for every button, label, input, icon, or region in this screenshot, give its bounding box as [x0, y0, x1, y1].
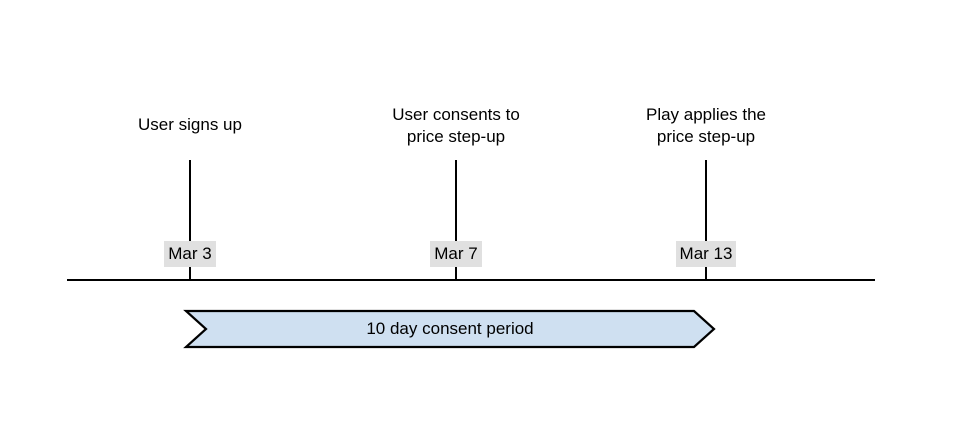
- event-date-wrap-consent: Mar 7: [326, 241, 586, 267]
- event-date-signup: Mar 3: [164, 241, 216, 267]
- event-tick-signup: [189, 160, 191, 279]
- event-tick-consent: [455, 160, 457, 279]
- event-date-applied: Mar 13: [675, 241, 737, 267]
- arrow-polygon: [183, 309, 716, 349]
- event-tick-applied: [705, 160, 707, 279]
- timeline-axis: [67, 279, 875, 281]
- event-date-wrap-signup: Mar 3: [60, 241, 320, 267]
- consent-period-banner: 10 day consent period: [183, 309, 716, 349]
- event-caption-signup: User signs up: [138, 115, 242, 134]
- event-date-consent: Mar 7: [430, 241, 482, 267]
- event-date-wrap-applied: Mar 13: [576, 241, 836, 267]
- event-caption-applied: Play applies the price step-up: [645, 105, 767, 146]
- consent-period-arrow-shape: [183, 309, 716, 349]
- event-caption-consent: User consents to price step-up: [392, 105, 520, 146]
